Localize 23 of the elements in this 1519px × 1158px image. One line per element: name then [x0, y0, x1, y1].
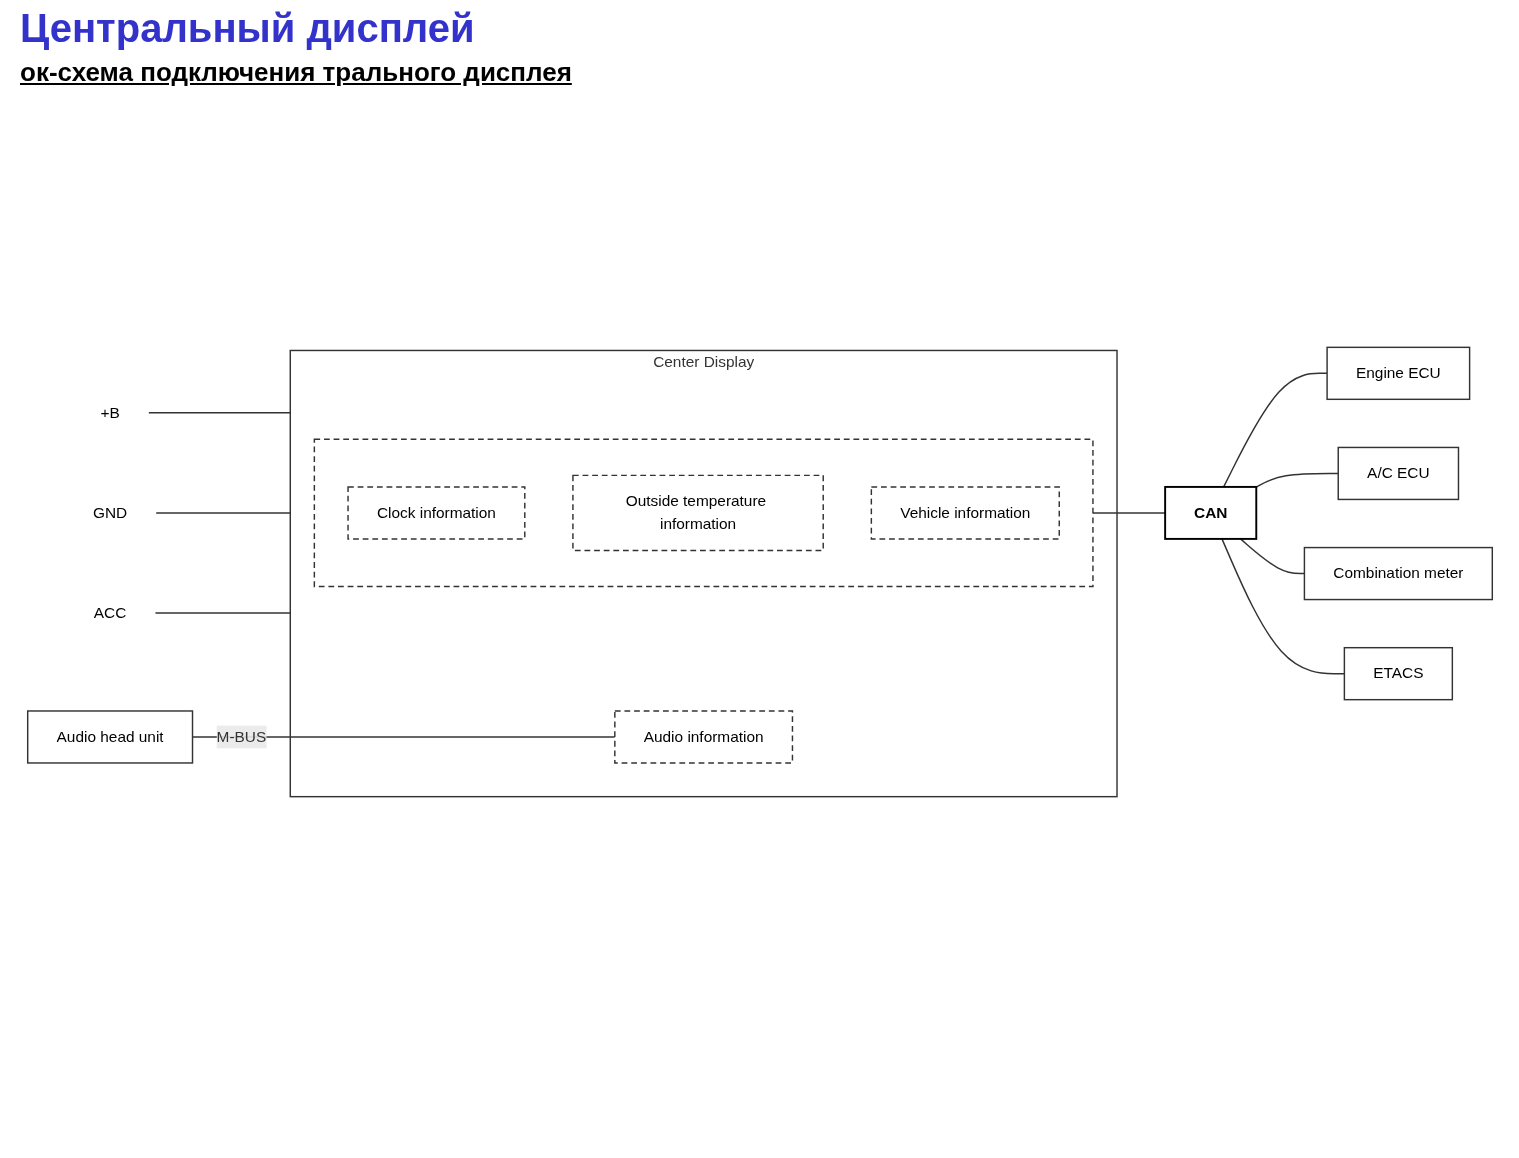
subtitle: ок-схема подключения трального дисплея: [20, 57, 573, 88]
node-box: Combination meter: [1303, 546, 1493, 601]
node-box: Vehicle information: [870, 486, 1060, 540]
node-box: A/C ECU: [1337, 446, 1460, 501]
node-box: Audio head unit: [27, 710, 194, 764]
node-box: Engine ECU: [1326, 346, 1471, 401]
node-text: GND: [92, 504, 128, 521]
node-box: Audio information: [614, 710, 794, 764]
connector: [147, 412, 291, 414]
connector: [1092, 512, 1166, 514]
node-text: +B: [100, 404, 120, 421]
node-box: CAN: [1164, 485, 1258, 540]
node-box: Clock information: [347, 486, 526, 540]
node-box: Outside temperature information: [572, 474, 824, 552]
cluster: [313, 438, 1094, 588]
connector: [1255, 472, 1339, 488]
connector: [155, 512, 291, 514]
connector: [1222, 372, 1328, 488]
node-text: ACC: [93, 604, 127, 621]
edge-label: M-BUS: [216, 728, 267, 745]
title: Центральный дисплей: [20, 6, 476, 51]
connector: [154, 612, 291, 614]
node-box: ETACS: [1343, 646, 1454, 701]
